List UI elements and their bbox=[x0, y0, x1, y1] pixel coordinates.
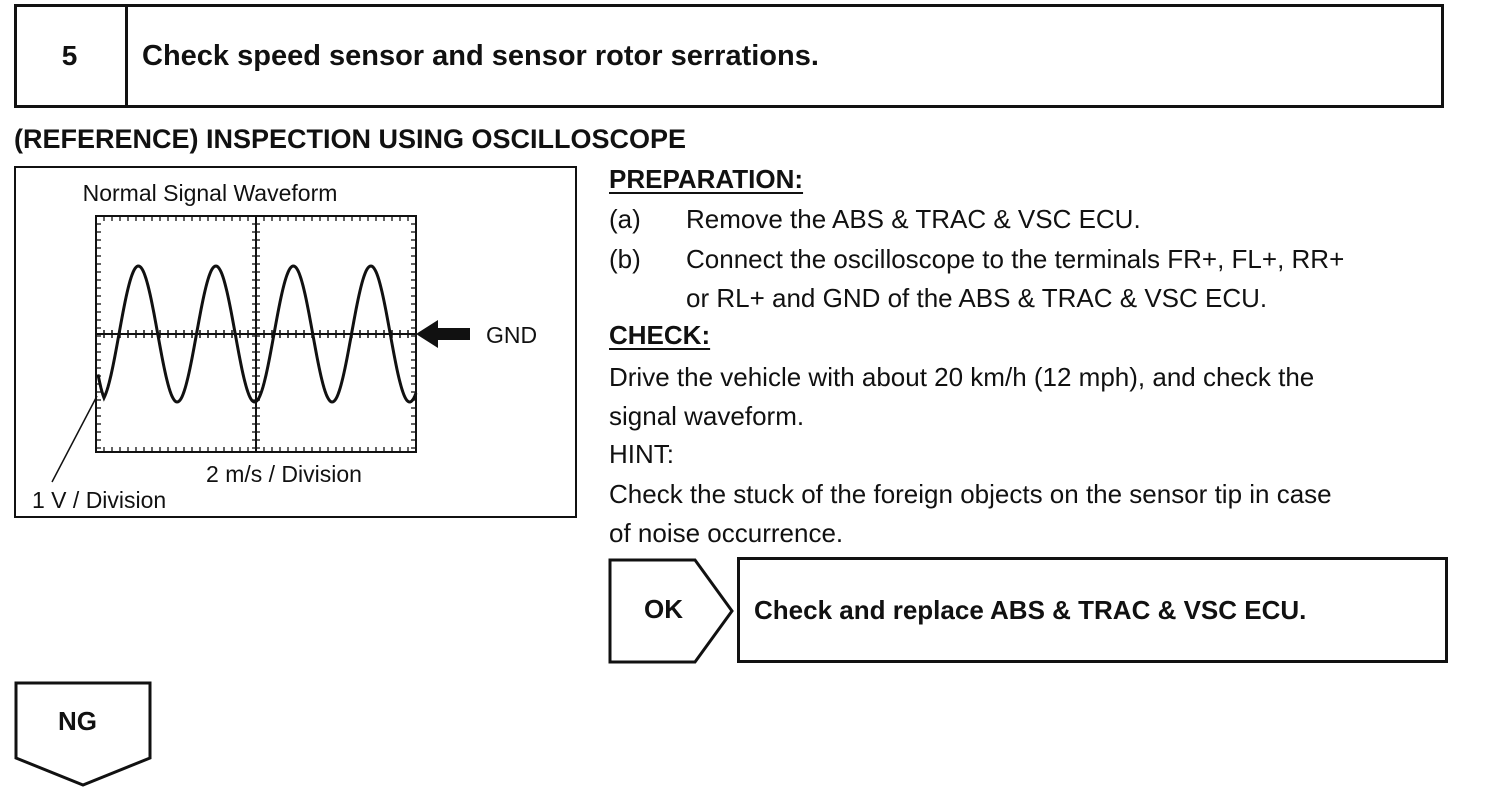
check-heading: CHECK: bbox=[609, 320, 711, 350]
hint-text-line2: of noise occurrence. bbox=[609, 518, 844, 548]
check-text-line2: signal waveform. bbox=[609, 401, 805, 431]
hint-text-line1: Check the stuck of the foreign objects o… bbox=[609, 479, 1332, 509]
ng-label: NG bbox=[58, 706, 97, 736]
figure-title: Normal Signal Waveform bbox=[83, 180, 338, 206]
step-header-box bbox=[14, 4, 1444, 108]
y-scale-label: 1 V / Division bbox=[32, 487, 166, 513]
step-title: Check speed sensor and sensor rotor serr… bbox=[142, 39, 819, 72]
y-scale-leader-line bbox=[51, 395, 98, 483]
prep-item-a-text: Remove the ABS & TRAC & VSC ECU. bbox=[686, 204, 1141, 234]
gnd-label: GND bbox=[486, 322, 537, 348]
check-text-line1: Drive the vehicle with about 20 km/h (12… bbox=[609, 362, 1315, 392]
prep-item-b-line2: or RL+ and GND of the ABS & TRAC & VSC E… bbox=[686, 283, 1268, 313]
signal-waveform bbox=[96, 264, 418, 404]
prep-item-b-line1: Connect the oscilloscope to the terminal… bbox=[686, 244, 1345, 274]
ng-arrow-shape bbox=[14, 681, 152, 787]
reference-heading: (REFERENCE) INSPECTION USING OSCILLOSCOP… bbox=[14, 124, 687, 154]
prep-item-a-marker: (a) bbox=[609, 204, 641, 234]
step-number: 5 bbox=[14, 4, 128, 108]
ok-label: OK bbox=[644, 594, 683, 624]
x-scale-label: 2 m/s / Division bbox=[206, 461, 362, 487]
hint-label: HINT: bbox=[609, 439, 674, 469]
gnd-arrow-icon bbox=[416, 320, 470, 348]
waveform-figure-frame bbox=[14, 166, 577, 518]
ok-arrow-shape bbox=[608, 558, 734, 664]
preparation-heading: PREPARATION: bbox=[609, 164, 804, 194]
waveform-figure: Normal Signal Waveform GND 2 m/s / Divis… bbox=[32, 180, 537, 513]
ok-action-box: Check and replace ABS & TRAC & VSC ECU. bbox=[737, 557, 1448, 663]
prep-item-b-marker: (b) bbox=[609, 244, 641, 274]
